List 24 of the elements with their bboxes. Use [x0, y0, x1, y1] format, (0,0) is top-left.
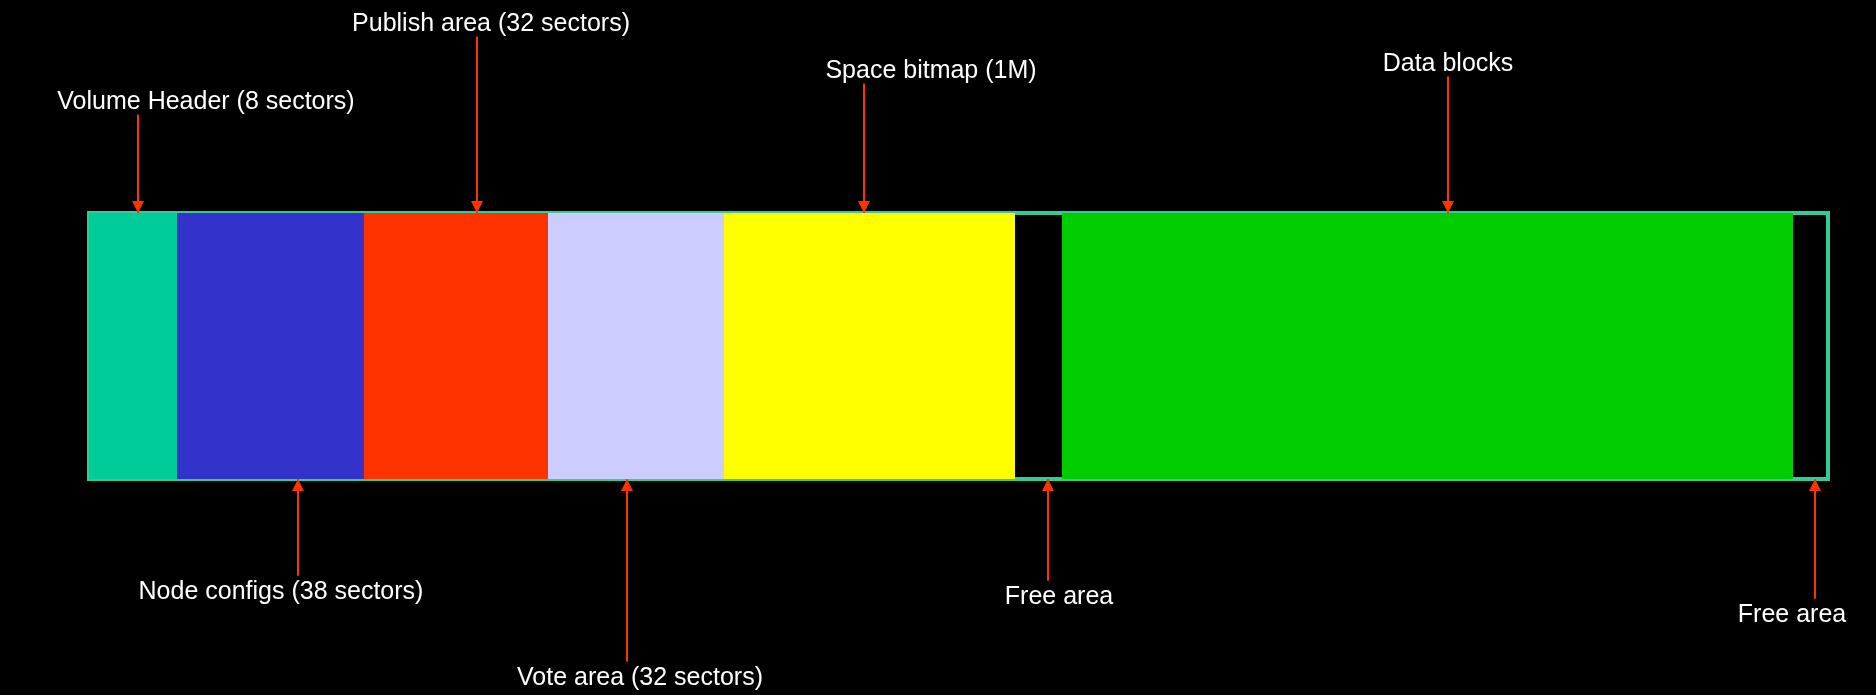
free-region [1793, 213, 1828, 479]
disk-region [177, 213, 364, 479]
arrow [621, 478, 633, 663]
free-region [1015, 213, 1062, 479]
arrow [1809, 478, 1821, 600]
arrow [858, 82, 870, 214]
area-label: Data blocks [1382, 47, 1514, 77]
disk-region [724, 213, 1015, 479]
disk-region [548, 213, 724, 479]
arrow [132, 113, 144, 214]
arrow [1442, 75, 1454, 214]
disk-region [364, 213, 548, 479]
area-label: Free area [1737, 598, 1847, 628]
area-label: Vote area (32 sectors) [517, 661, 763, 691]
area-label: Free area [1004, 580, 1114, 610]
arrow [1042, 478, 1054, 582]
disk-region [89, 213, 177, 479]
arrow [292, 478, 304, 577]
area-label: Space bitmap (1M) [825, 54, 1037, 84]
disk-region [1062, 213, 1793, 479]
area-label: Publish area (32 sectors) [352, 7, 630, 37]
arrow [471, 35, 483, 214]
area-label: Node configs (38 sectors) [138, 575, 424, 605]
area-label: Volume Header (8 sectors) [57, 85, 355, 115]
